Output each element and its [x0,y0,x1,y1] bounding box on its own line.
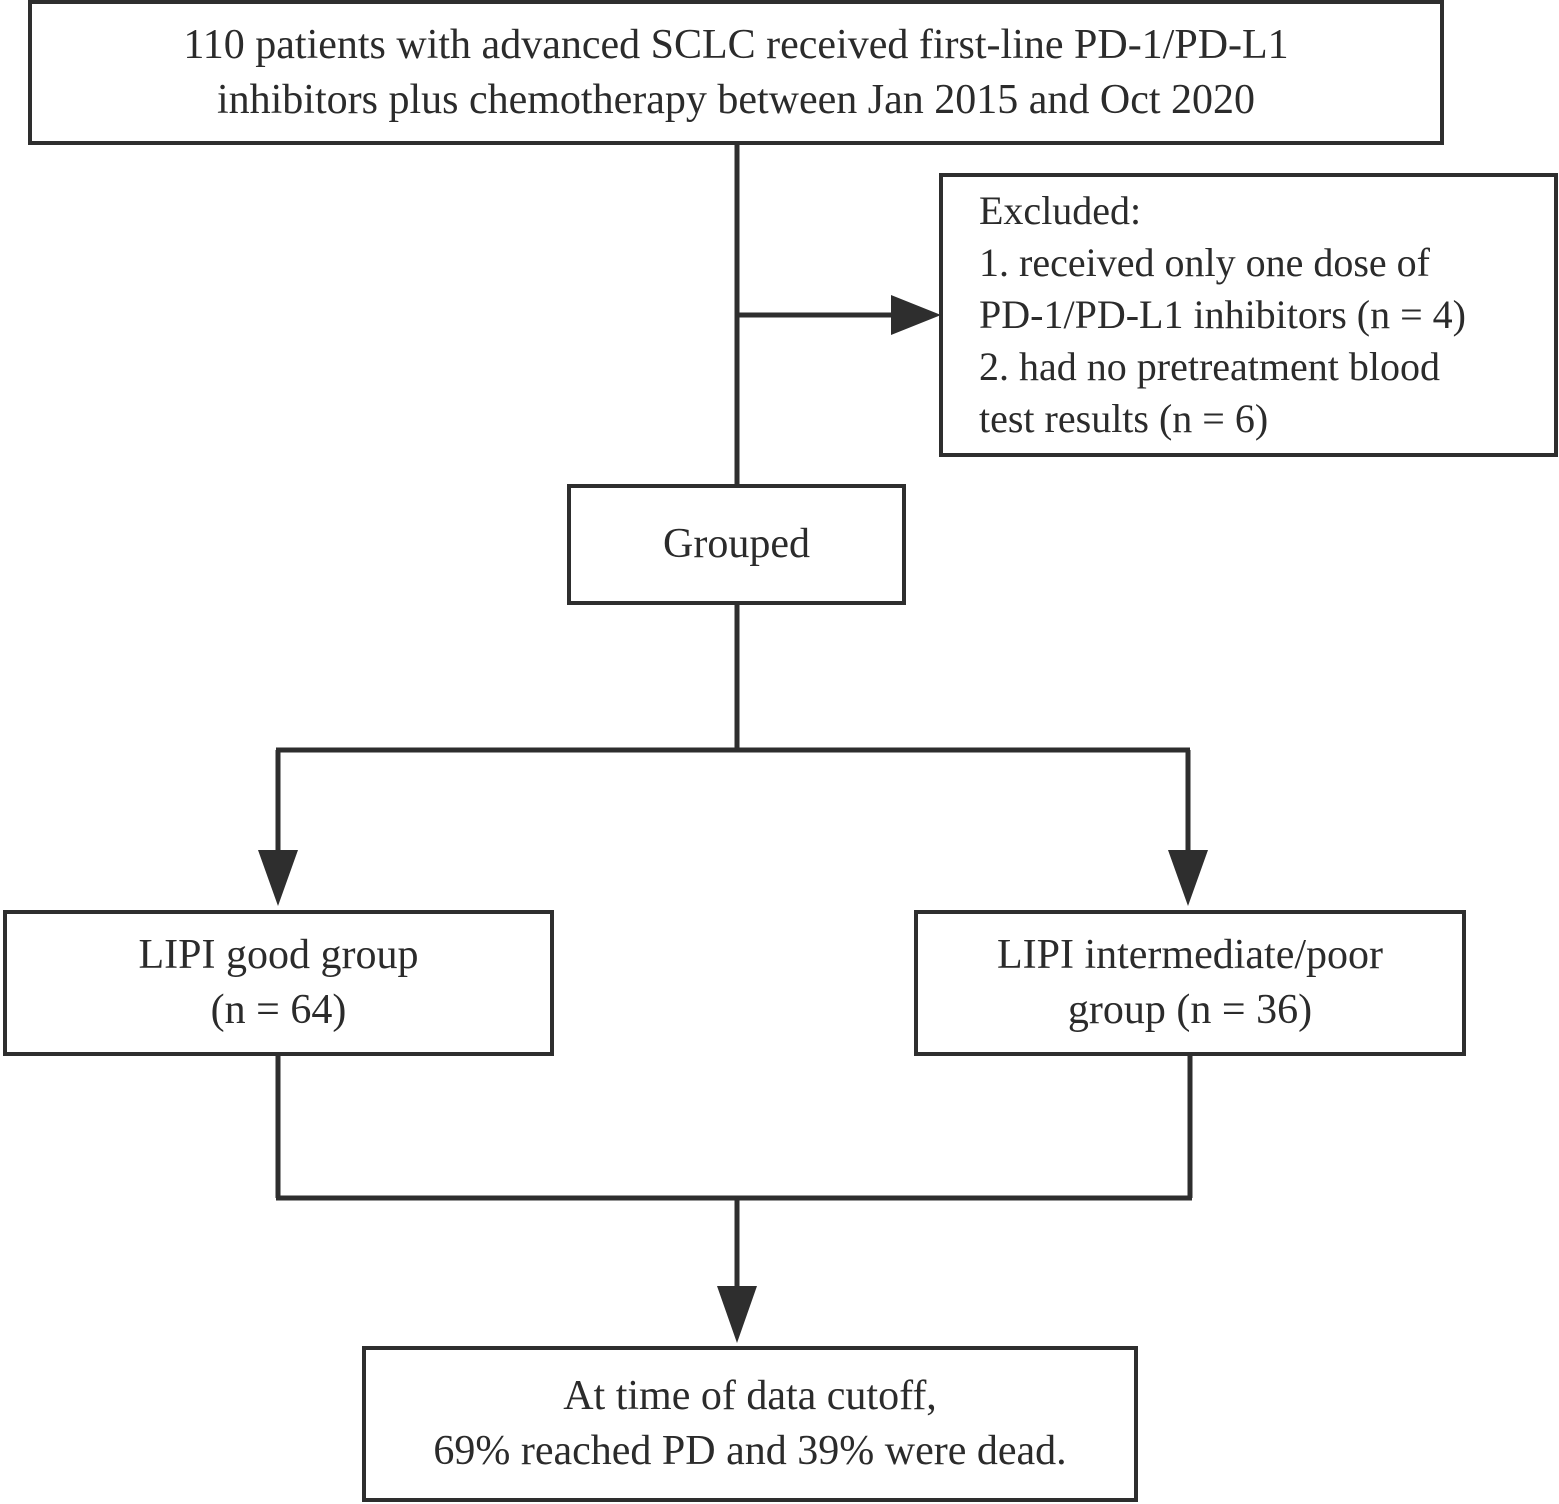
box-text-line: 69% reached PD and 39% were dead. [433,1428,1067,1474]
excluded-reason: 2. had no pretreatment blood [979,344,1440,389]
box-text-line: LIPI good group [138,932,419,978]
box-text-line: At time of data cutoff, [563,1373,937,1419]
box-outcome: At time of data cutoff, 69% reached PD a… [362,1346,1138,1502]
arrowhead-poor [1168,850,1208,906]
box-text-line: 110 patients with advanced SCLC received… [183,21,1289,68]
box-text-line: LIPI intermediate/poor [996,932,1384,978]
arrowhead-good [258,850,298,906]
box-lipi-intermediate-poor-group: LIPI intermediate/poor group (n = 36) [914,910,1466,1056]
box-lipi-good-group: LIPI good group (n = 64) [3,910,554,1056]
box-excluded: Excluded: 1. received only one dose of P… [939,173,1558,457]
grouped-label: Grouped [663,521,810,567]
box-study-population: 110 patients with advanced SCLC received… [28,0,1444,145]
box-text-line: (n = 64) [210,987,347,1033]
box-text-line: group (n = 36) [1067,987,1313,1033]
excluded-heading: Excluded: [979,188,1142,233]
excluded-reason: 1. received only one dose of [979,240,1430,285]
box-grouped: Grouped [567,484,906,605]
excluded-reason: test results (n = 6) [979,396,1269,441]
excluded-reason: PD-1/PD-L1 inhibitors (n = 4) [979,292,1466,337]
box-text-line: inhibitors plus chemotherapy between Jan… [216,76,1256,123]
arrowhead-excluded [891,295,941,335]
arrowhead-result [717,1286,757,1343]
